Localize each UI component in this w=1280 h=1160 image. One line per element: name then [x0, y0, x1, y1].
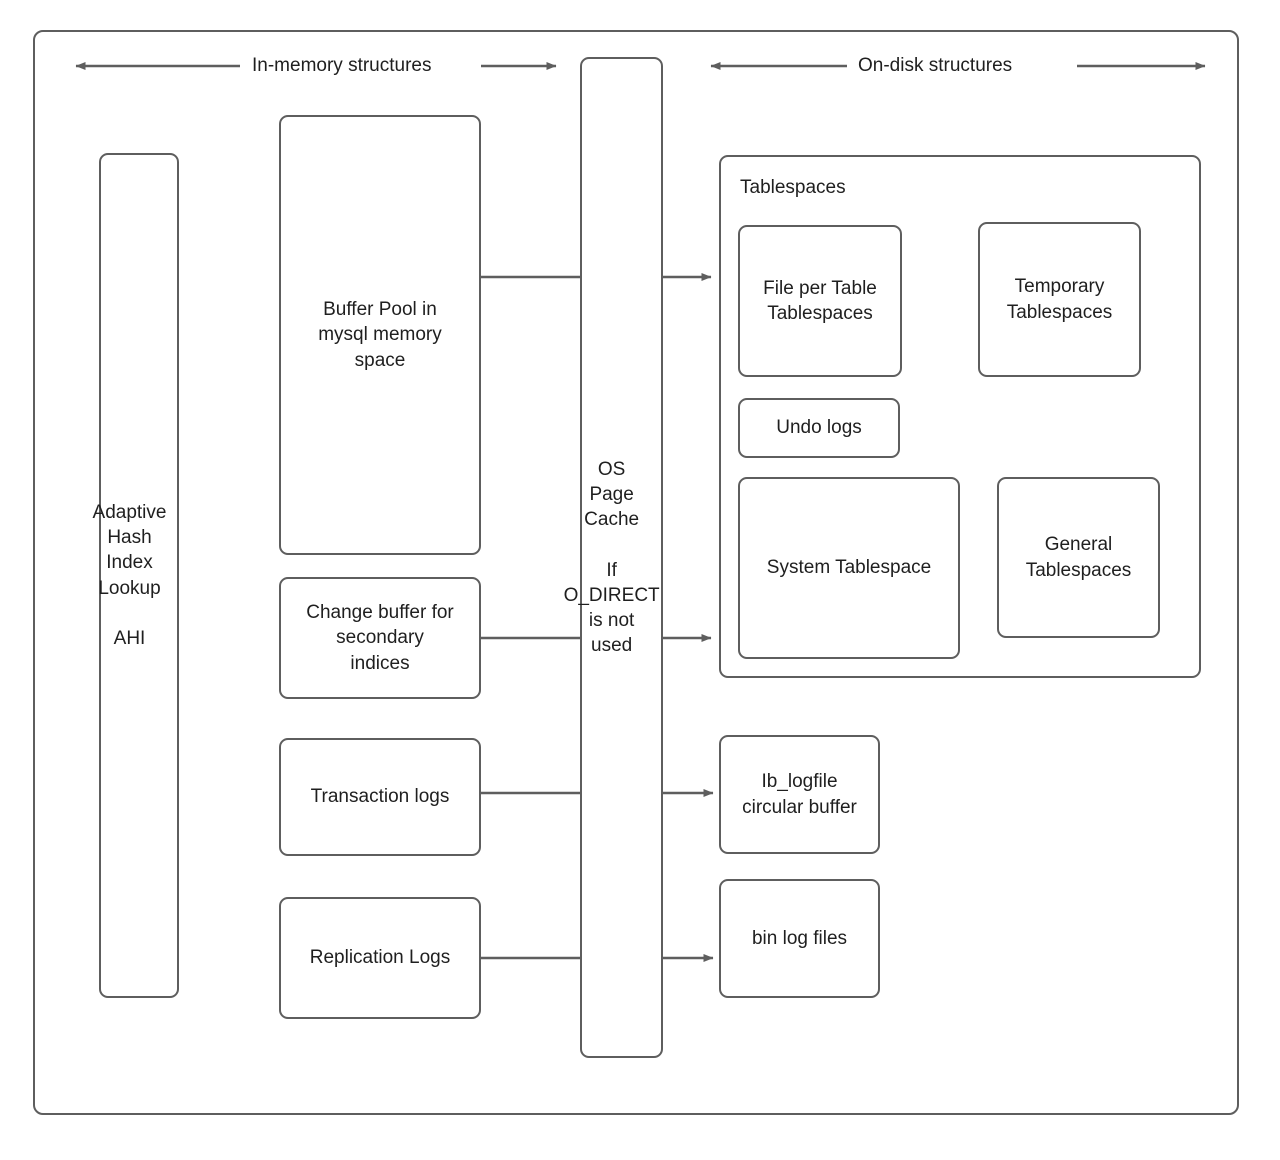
- in-memory-structures-label: In-memory structures: [252, 55, 432, 76]
- temporary-tablespaces-label: Temporary Tablespaces: [1006, 276, 1113, 323]
- ib-logfile-node[interactable]: Ib_logfile circular buffer: [719, 735, 880, 854]
- transaction-logs-node[interactable]: Transaction logs: [279, 738, 481, 856]
- tablespaces-group-title: Tablespaces: [740, 177, 846, 198]
- temporary-tablespaces-node[interactable]: Temporary Tablespaces: [978, 222, 1141, 377]
- system-tablespace-label: System Tablespace: [766, 557, 932, 579]
- change-buffer-node[interactable]: Change buffer for secondary indices: [279, 577, 481, 699]
- transaction-logs-label: Transaction logs: [310, 786, 450, 808]
- adaptive-hash-index-label: Adaptive Hash Index Lookup AHI: [92, 502, 167, 649]
- undo-logs-node[interactable]: Undo logs: [738, 398, 900, 458]
- ib-logfile-label: Ib_logfile circular buffer: [742, 771, 857, 818]
- on-disk-structures-label: On-disk structures: [858, 55, 1013, 76]
- undo-logs-label: Undo logs: [776, 417, 862, 439]
- os-page-cache-label: OS Page Cache If O_DIRECT is not used: [563, 459, 660, 656]
- general-tablespaces-label: General Tablespaces: [1025, 534, 1132, 581]
- change-buffer-label: Change buffer for secondary indices: [306, 602, 454, 674]
- file-per-table-tablespaces-label: File per Table Tablespaces: [763, 277, 877, 324]
- bin-log-files-node[interactable]: bin log files: [719, 879, 880, 998]
- buffer-pool-node[interactable]: Buffer Pool in mysql memory space: [279, 115, 481, 555]
- replication-logs-label: Replication Logs: [309, 947, 451, 969]
- adaptive-hash-index-node[interactable]: Adaptive Hash Index Lookup AHI: [93, 153, 179, 998]
- buffer-pool-label: Buffer Pool in mysql memory space: [318, 299, 442, 371]
- os-page-cache-node[interactable]: OS Page Cache If O_DIRECT is not used: [564, 57, 663, 1058]
- file-per-table-tablespaces-node[interactable]: File per Table Tablespaces: [738, 225, 902, 377]
- bin-log-files-label: bin log files: [751, 927, 848, 949]
- replication-logs-node[interactable]: Replication Logs: [279, 897, 481, 1019]
- outer-boundary-frame: [33, 30, 1239, 1115]
- general-tablespaces-node[interactable]: General Tablespaces: [997, 477, 1160, 638]
- system-tablespace-node[interactable]: System Tablespace: [738, 477, 960, 659]
